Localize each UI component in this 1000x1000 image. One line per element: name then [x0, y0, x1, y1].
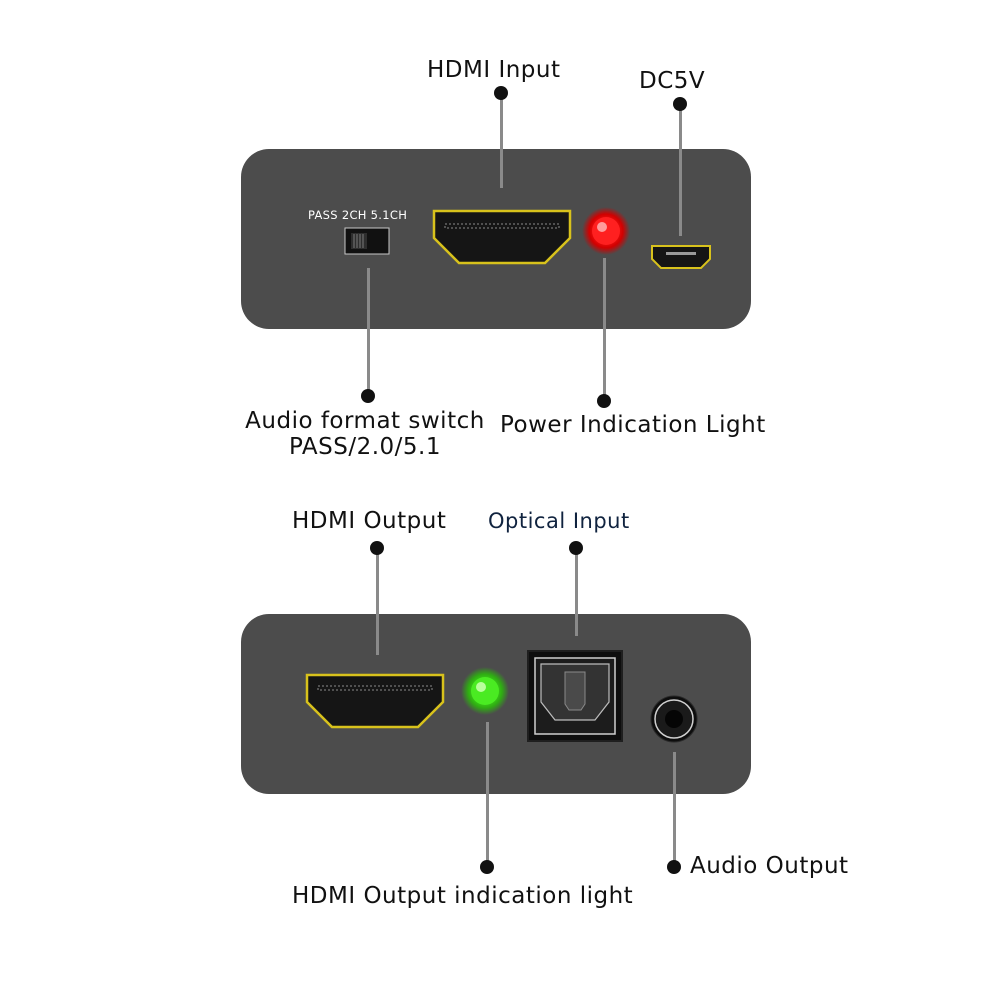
- power-light-label: Power Indication Light: [500, 412, 766, 438]
- audio-switch-dot: [361, 389, 375, 403]
- audio-output-leader: [673, 752, 676, 866]
- hdmi-output-port: [305, 673, 445, 729]
- dc-5v-dot: [673, 97, 687, 111]
- hdmi-output-light-label: HDMI Output indication light: [292, 883, 634, 909]
- optical-input-leader: [575, 548, 578, 636]
- audio-switch-label-line1: Audio format switch: [245, 408, 485, 434]
- hdmi-output-light-dot: [480, 860, 494, 874]
- audio-output-label: Audio Output: [690, 853, 849, 879]
- optical-input-label: Optical Input: [488, 509, 630, 533]
- hdmi-output-leader: [376, 548, 379, 655]
- power-light-dot: [597, 394, 611, 408]
- optical-input-dot: [569, 541, 583, 555]
- audio-output-dot: [667, 860, 681, 874]
- hdmi-output-light-leader: [486, 722, 489, 866]
- audio-format-switch: [344, 227, 390, 255]
- optical-input-port: [527, 650, 623, 742]
- audio-switch-leader: [367, 268, 370, 396]
- dc-5v-leader: [679, 104, 682, 236]
- hdmi-output-dot: [370, 541, 384, 555]
- hdmi-output-label: HDMI Output: [292, 508, 447, 534]
- hdmi-input-dot: [494, 86, 508, 100]
- dc-5v-label: DC5V: [639, 68, 706, 94]
- hdmi-input-port: [432, 209, 572, 265]
- audio-output-jack: [650, 695, 698, 743]
- audio-switch-label-line2: PASS/2.0/5.1: [289, 434, 441, 460]
- dc-5v-port: [651, 245, 711, 269]
- audio-switch-position-label: PASS 2CH 5.1CH: [308, 208, 408, 222]
- hdmi-output-led: [461, 667, 509, 715]
- hdmi-input-leader: [500, 92, 503, 188]
- power-light-leader: [603, 258, 606, 400]
- hdmi-input-label: HDMI Input: [427, 57, 561, 83]
- audio-switch-label: Audio format switch PASS/2.0/5.1: [240, 408, 490, 460]
- power-led: [582, 207, 630, 255]
